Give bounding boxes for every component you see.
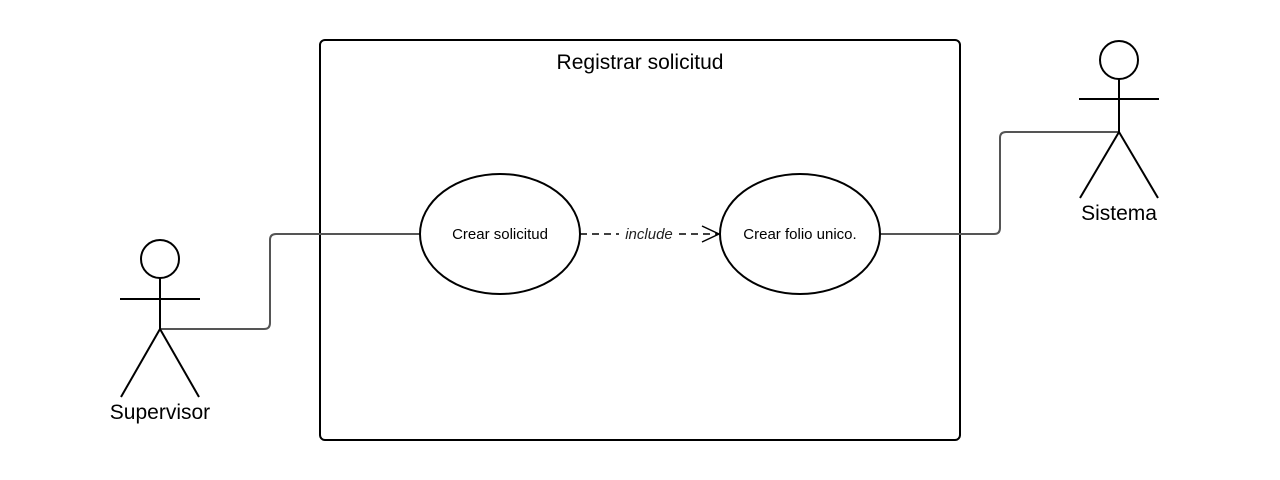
use-case-ellipse bbox=[419, 173, 581, 295]
use-case-crear-folio: Crear folio unico. bbox=[719, 173, 881, 295]
include-label: include bbox=[625, 226, 673, 243]
actor-right-leg bbox=[1118, 131, 1159, 199]
actor-supervisor bbox=[120, 239, 200, 398]
system-boundary: Registrar solicitud bbox=[319, 39, 961, 441]
actor-head bbox=[140, 239, 180, 279]
system-boundary-box bbox=[319, 39, 961, 441]
actor-right-leg bbox=[159, 328, 200, 398]
actor-label-supervisor: Supervisor bbox=[110, 401, 210, 424]
actor-left-leg bbox=[120, 328, 161, 398]
use-case-label: Crear solicitud bbox=[452, 226, 548, 243]
use-case-crear-solicitud: Crear solicitud bbox=[419, 173, 581, 295]
use-case-label: Crear folio unico. bbox=[743, 226, 856, 243]
actor-left-leg bbox=[1079, 131, 1120, 199]
use-case-ellipse bbox=[719, 173, 881, 295]
connectors bbox=[160, 131, 1119, 330]
association-sistema-crear-folio bbox=[880, 131, 1119, 235]
system-title: Registrar solicitud bbox=[557, 51, 724, 74]
actor-head bbox=[1099, 40, 1139, 80]
association-supervisor-crear-solicitud bbox=[160, 233, 420, 330]
actor-sistema bbox=[1079, 40, 1159, 199]
actor-label-sistema: Sistema bbox=[1081, 202, 1157, 225]
